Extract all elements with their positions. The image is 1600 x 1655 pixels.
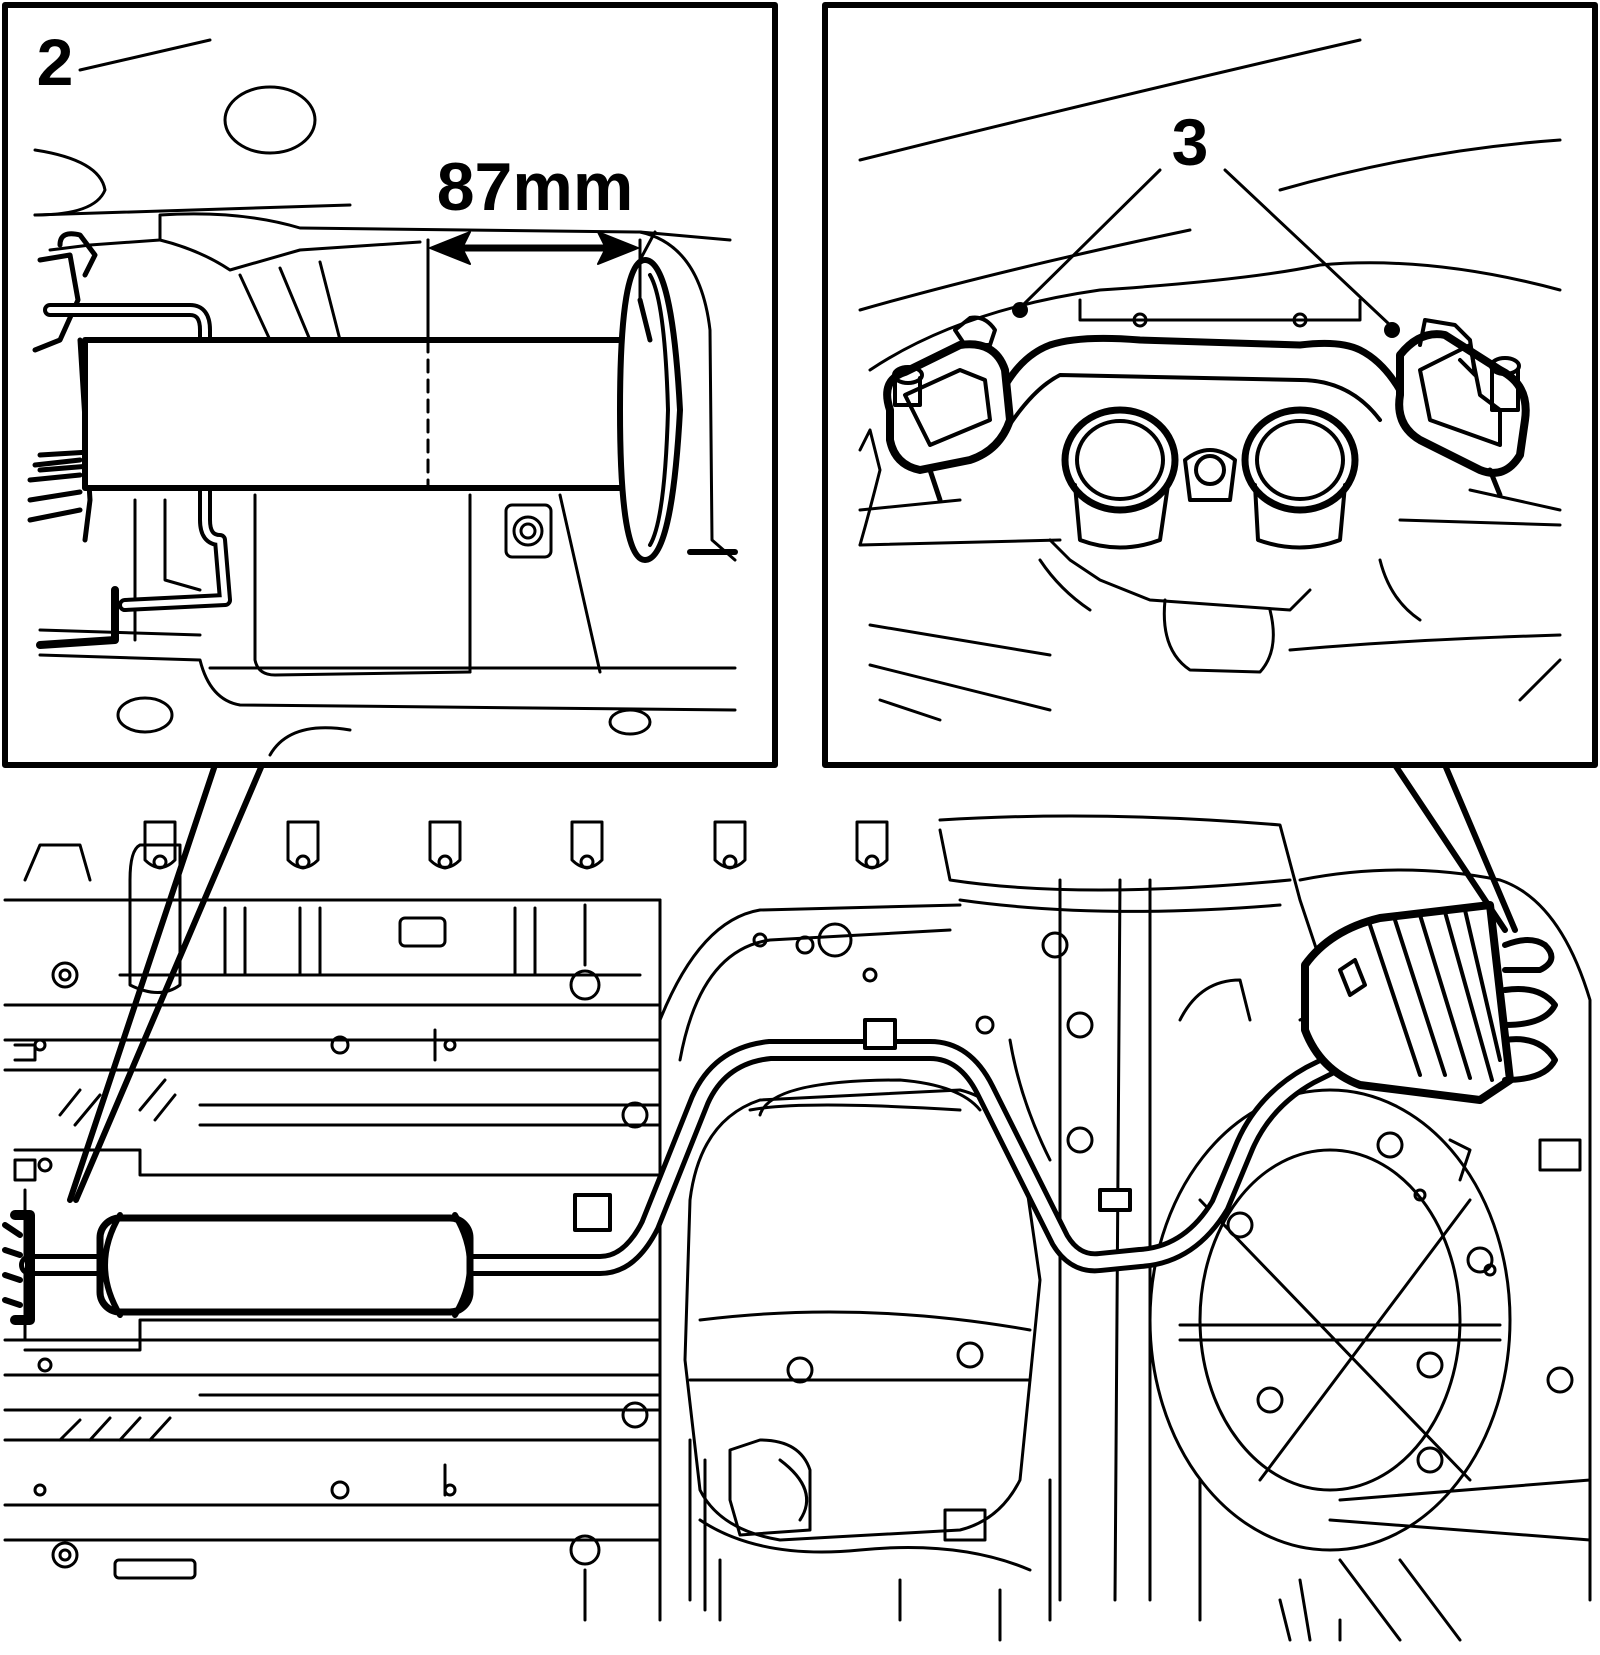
detail-3-right-hanger bbox=[1395, 318, 1530, 498]
exhaust-pipe-highlight bbox=[24, 1044, 1366, 1271]
detail-3-tailpipes bbox=[1061, 406, 1359, 550]
detail-2-underbody-lines bbox=[33, 38, 737, 757]
detail-2-hanger-rod-inner bbox=[47, 307, 228, 608]
dimension-label: 87mm bbox=[437, 149, 634, 225]
floor-fastener-tabs bbox=[143, 820, 889, 870]
detail-2-pipe bbox=[82, 230, 738, 563]
tail-hangers bbox=[1502, 937, 1558, 1083]
fuel-tank-area bbox=[658, 903, 1202, 1642]
exhaust-flange bbox=[10, 1210, 35, 1325]
dimension-arrow bbox=[429, 231, 639, 265]
floor-panel-lines bbox=[3, 843, 662, 1622]
detail-2-inset: 87mm 2 bbox=[2, 2, 778, 1203]
detail-2-leader bbox=[67, 762, 265, 1203]
main-underbody-view bbox=[2, 814, 1592, 1642]
center-muffler bbox=[96, 1212, 474, 1318]
detail-3-left-hanger bbox=[883, 315, 1014, 503]
detail-3-inset: 3 bbox=[822, 2, 1598, 933]
callout-3-pointers bbox=[1012, 168, 1400, 338]
callout-3-label: 3 bbox=[1172, 105, 1209, 179]
detail-3-crossmember bbox=[986, 334, 1414, 424]
callout-2-label: 2 bbox=[37, 25, 74, 99]
rear-muffler bbox=[1301, 901, 1514, 1104]
exhaust-system bbox=[2, 901, 1558, 1325]
detail-3-underbody-lines bbox=[858, 38, 1562, 722]
